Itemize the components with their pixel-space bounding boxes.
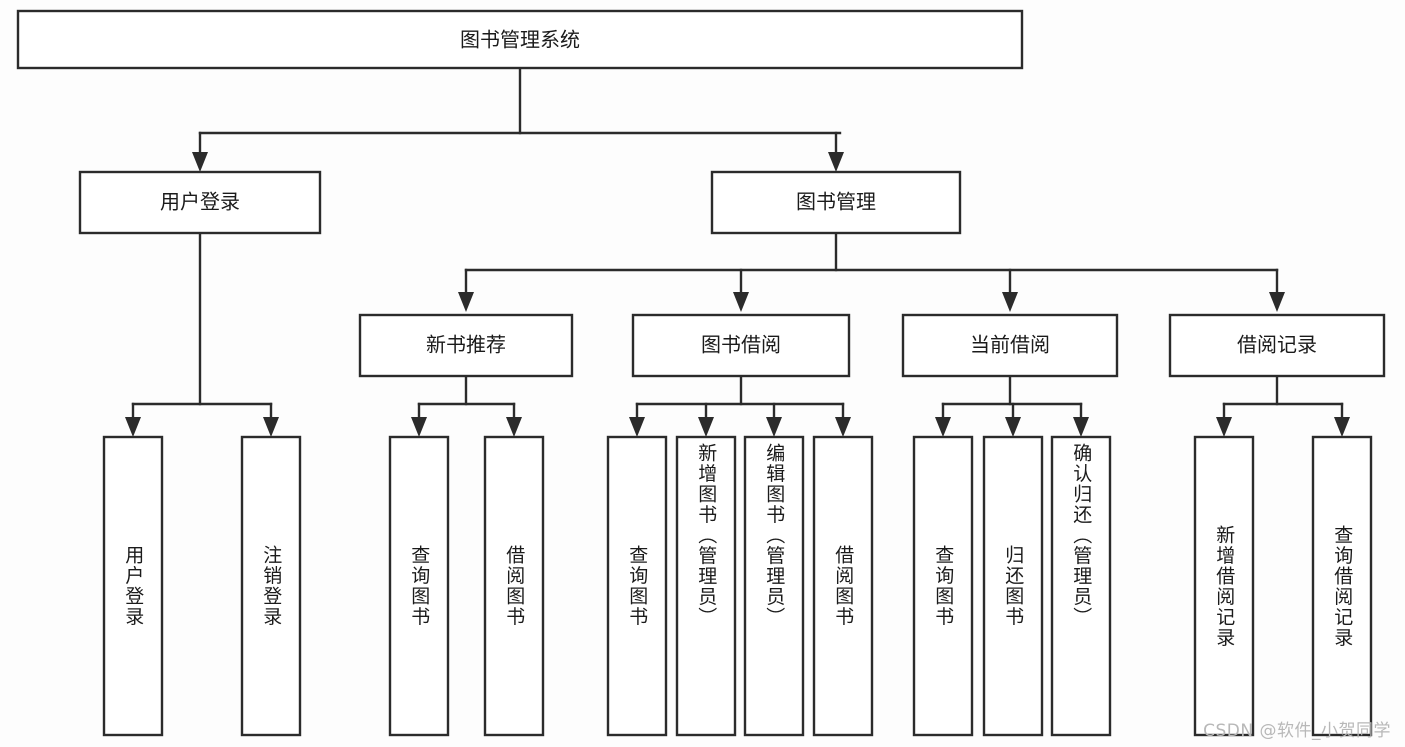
leaf-box-query-books-1[interactable]: [388, 435, 450, 737]
node-borrow-records-label: 借阅记录: [1237, 333, 1317, 357]
node-current-borrow[interactable]: 当前借阅: [901, 313, 1119, 378]
node-user-login-label: 用户登录: [160, 190, 240, 214]
leaf-boxes-user-login: [102, 435, 302, 737]
node-book-borrow-label: 图书借阅: [701, 333, 781, 357]
node-new-book-recommend-label: 新书推荐: [426, 333, 506, 357]
node-root-book-management-system[interactable]: 图书管理系统: [16, 9, 1024, 70]
leaf-box-add-borrow-record[interactable]: [1193, 435, 1255, 737]
node-user-login[interactable]: 用户登录: [78, 170, 322, 235]
connector-newbook-to-leaves: [411, 374, 522, 437]
node-book-management-label: 图书管理: [796, 190, 876, 214]
connector-userlogin-to-leaves: [125, 231, 279, 437]
leaf-boxes-book-borrow: [606, 435, 874, 737]
node-book-borrow[interactable]: 图书借阅: [631, 313, 851, 378]
connector-bookborrow-to-leaves: [629, 374, 851, 437]
node-book-management[interactable]: 图书管理: [710, 170, 962, 235]
connector-currentborrow-to-leaves: [935, 374, 1089, 437]
node-new-book-recommend[interactable]: 新书推荐: [358, 313, 574, 378]
watermark: CSDN @软件_小贺同学: [1203, 721, 1391, 741]
leaf-box-borrow-books-1[interactable]: [483, 435, 545, 737]
node-current-borrow-label: 当前借阅: [970, 333, 1050, 357]
leaf-box-logout[interactable]: [240, 435, 302, 737]
leaf-box-query-books-2[interactable]: [606, 435, 668, 737]
leaf-boxes-borrow-records: [1193, 435, 1373, 737]
node-borrow-records[interactable]: 借阅记录: [1168, 313, 1386, 378]
leaf-box-edit-book-admin[interactable]: [743, 435, 805, 737]
leaf-box-query-books-3[interactable]: [912, 435, 974, 737]
leaf-box-add-book-admin[interactable]: [675, 435, 737, 737]
connector-borrowrecords-to-leaves: [1216, 374, 1350, 437]
leaf-box-query-borrow-record[interactable]: [1311, 435, 1373, 737]
leaf-box-return-books[interactable]: [982, 435, 1044, 737]
node-root-label: 图书管理系统: [460, 28, 580, 52]
leaf-boxes-new-book-recommend: [388, 435, 545, 737]
leaf-box-user-login[interactable]: [102, 435, 164, 737]
leaf-boxes-current-borrow: [912, 435, 1112, 737]
leaf-box-confirm-return-admin[interactable]: [1050, 435, 1112, 737]
connector-root-to-level2: [192, 66, 844, 172]
leaf-box-borrow-books-2[interactable]: [812, 435, 874, 737]
connector-bookmgmt-to-level3: [458, 231, 1285, 312]
